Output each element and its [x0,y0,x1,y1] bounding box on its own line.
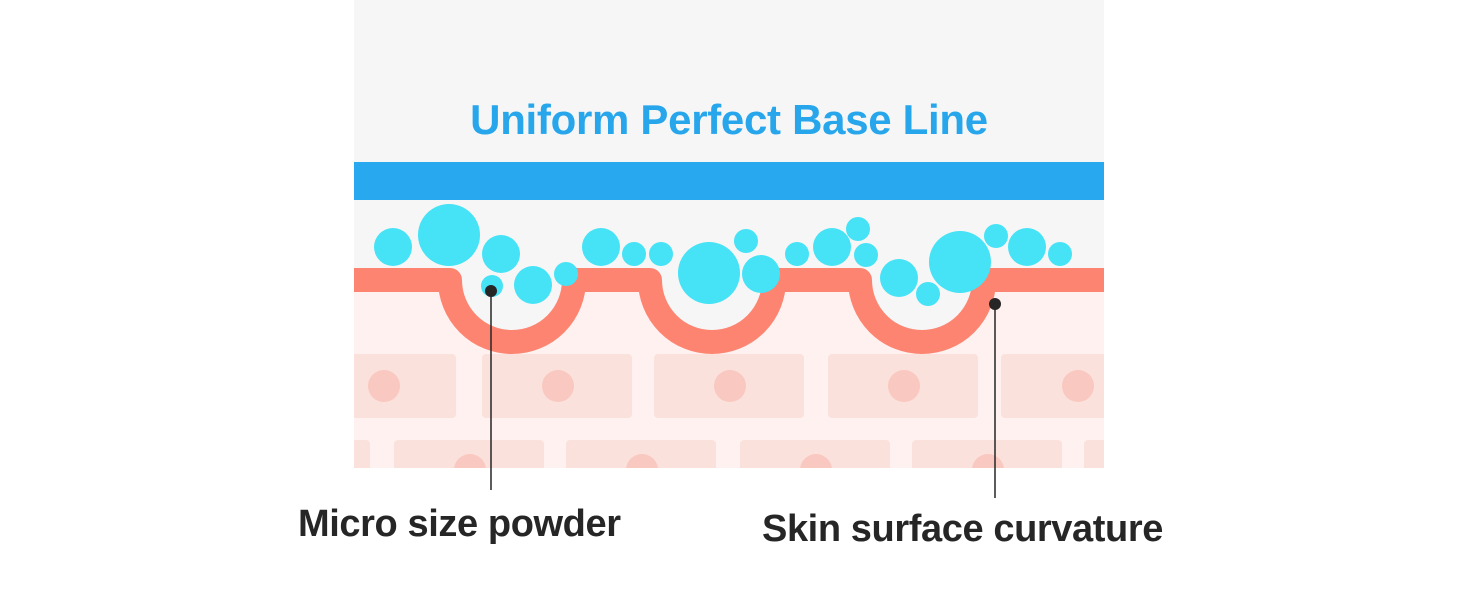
powder-particle [734,229,758,253]
skin-curvature-label: Skin surface curvature [762,508,1163,550]
powder-particle [418,204,480,266]
powder-particles [374,204,1072,306]
diagram-title: Uniform Perfect Base Line [470,96,988,143]
curvature-callout-dot [989,298,1001,310]
powder-particle [482,235,520,273]
skin-cell-row-2 [354,440,1104,468]
powder-particle [514,266,552,304]
skin-cell-row-1 [354,354,1104,418]
skin-diagram [354,204,1104,468]
cell-nucleus [800,454,832,468]
powder-particle [622,242,646,266]
skin-cell [912,440,1062,468]
cell-nucleus [454,454,486,468]
cell-nucleus [972,454,1004,468]
skin-cell [566,440,716,468]
cell-nucleus [542,370,574,402]
powder-particle [374,228,412,266]
diagram-panel: Uniform Perfect Base Line [354,0,1104,468]
skin-surface-line [354,268,1104,354]
powder-particle [916,282,940,306]
cell-nucleus [1062,370,1094,402]
micro-powder-label: Micro size powder [298,503,621,545]
skin-cell [1001,354,1104,418]
cell-nucleus [888,370,920,402]
powder-particle [785,242,809,266]
skin-cell [354,440,370,468]
powder-particle [649,242,673,266]
powder-particle [678,242,740,304]
cell-nucleus [368,370,400,402]
skin-cell [354,354,456,418]
powder-particle [929,231,991,293]
powder-particle [984,224,1008,248]
cell-nucleus [714,370,746,402]
skin-cell [740,440,890,468]
powder-particle [813,228,851,266]
powder-particle [1008,228,1046,266]
powder-particle [582,228,620,266]
skin-cell [1084,440,1104,468]
cell-nucleus [626,454,658,468]
powder-particle [846,217,870,241]
base-line-bar [354,162,1104,200]
powder-particle [854,243,878,267]
skin-cell [394,440,544,468]
powder-particle [554,262,578,286]
powder-particle [1048,242,1072,266]
powder-particle [880,259,918,297]
powder-callout-dot [485,285,497,297]
powder-particle [742,255,780,293]
